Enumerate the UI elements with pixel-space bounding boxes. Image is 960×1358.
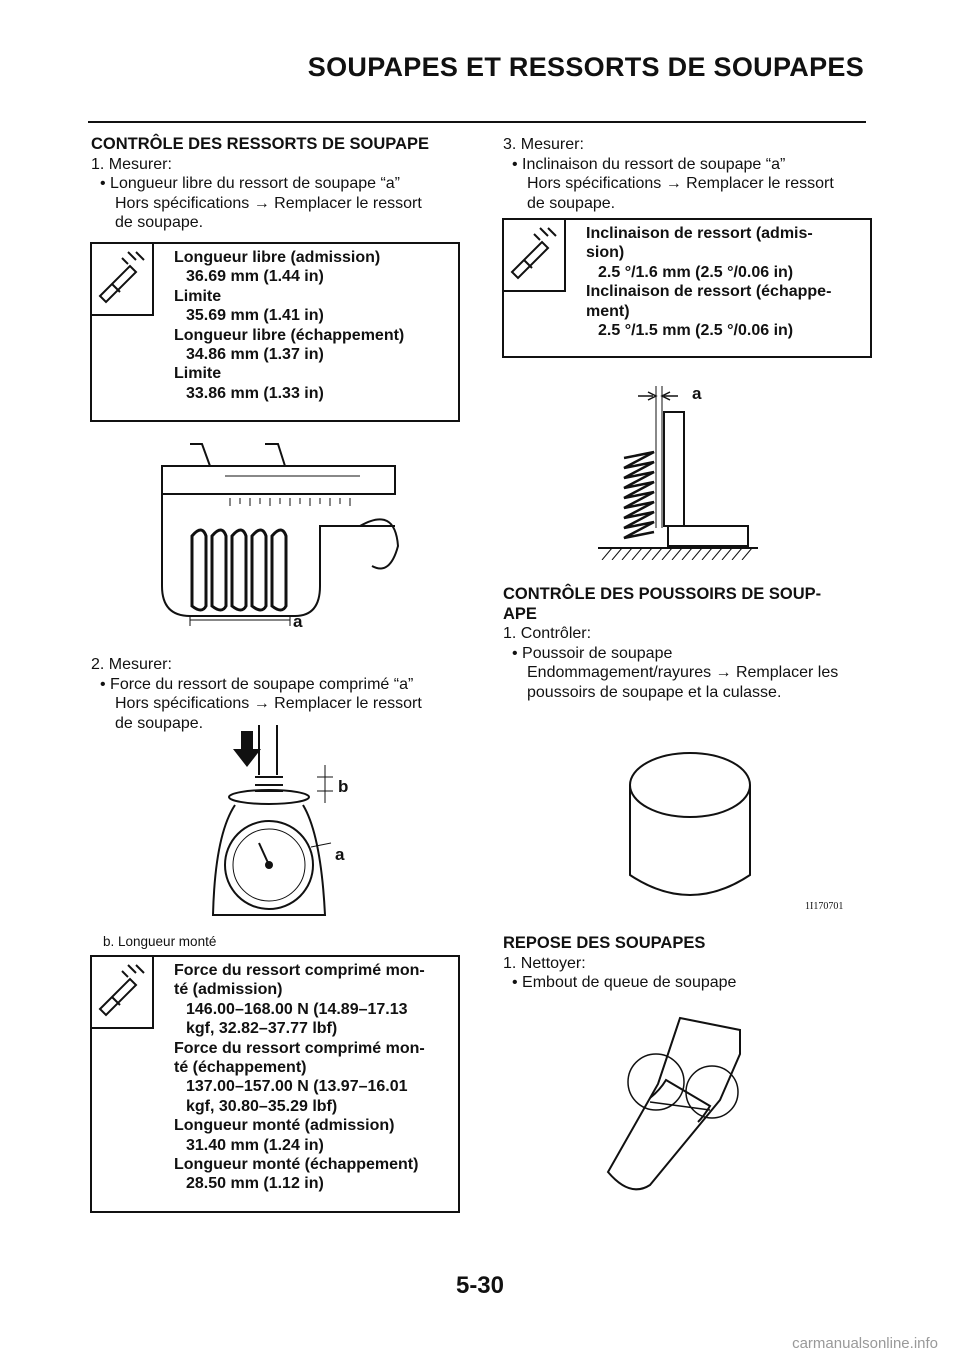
section-tappet-check: CONTRÔLE DES POUSSOIRS DE SOUP- APE 1. C… <box>503 585 873 703</box>
spec-value: 31.40 mm (1.24 in) <box>186 1136 324 1154</box>
section-valve-spring-check: CONTRÔLE DES RESSORTS DE SOUPAPE 1. Mesu… <box>91 135 461 233</box>
spec-value: 34.86 mm (1.37 in) <box>186 346 324 364</box>
action-text: poussoirs de soupape et la culasse. <box>527 683 782 701</box>
figure-valve-stem <box>600 1010 760 1200</box>
step-text: 2. Mesurer: <box>91 656 172 673</box>
header-rule <box>88 121 866 123</box>
action-text: Hors spécifications → Remplacer le resso… <box>115 194 422 212</box>
section-compressed-force: 2. Mesurer: • Force du ressort de soupap… <box>91 655 461 733</box>
page-title: SOUPAPES ET RESSORTS DE SOUPAPES <box>307 52 864 82</box>
spec-box-tilt: Inclinaison de ressort (admis- sion) 2.5… <box>502 218 872 358</box>
section-heading: REPOSE DES SOUPAPES <box>503 934 706 952</box>
spec-label: Inclinaison de ressort (admis- <box>586 225 813 242</box>
spec-value: 2.5 °/1.6 mm (2.5 °/0.06 in) <box>598 263 794 281</box>
section-heading: CONTRÔLE DES RESSORTS DE SOUPAPE <box>91 135 429 153</box>
step-text: 1. Contrôler: <box>503 625 592 643</box>
figure-label: a <box>293 612 303 631</box>
spec-value: 28.50 mm (1.12 in) <box>186 1175 324 1193</box>
step-text: 1. Mesurer: <box>91 155 172 173</box>
caliper-icon <box>92 244 154 316</box>
bullet-text: • Longueur libre du ressort de soupape “… <box>100 175 401 193</box>
bullet-text: • Poussoir de soupape <box>512 644 673 662</box>
spec-label: sion) <box>586 244 625 262</box>
section-valve-install: REPOSE DES SOUPAPES 1. Nettoyer: • Embou… <box>503 934 873 993</box>
spec-label: Force du ressort comprimé mon- <box>174 962 425 979</box>
spec-value: kgf, 32.82–37.77 lbf) <box>186 1020 338 1038</box>
spec-label: Longueur libre (échappement) <box>174 326 405 344</box>
figure-caption: b. Longueur monté <box>103 934 217 949</box>
bullet-text: • Force du ressort de soupape comprimé “… <box>100 675 414 693</box>
action-text: Hors spécifications → Remplacer le resso… <box>527 175 834 193</box>
watermark: carmanualsonline.info <box>792 1335 938 1352</box>
action-text: de soupape. <box>115 714 204 732</box>
spec-value: 2.5 °/1.5 mm (2.5 °/0.06 in) <box>598 322 794 340</box>
spec-value: kgf, 30.80–35.29 lbf) <box>186 1097 338 1115</box>
caliper-icon <box>92 957 154 1029</box>
spec-label: Longueur monté (admission) <box>174 1117 395 1135</box>
section-spring-tilt: 3. Mesurer: • Inclinaison du ressort de … <box>503 135 873 213</box>
figure-caliper-spring: a <box>150 436 410 631</box>
spec-value: 137.00–157.00 N (13.97–16.01 <box>186 1078 408 1096</box>
spec-label: Limite <box>174 365 222 383</box>
action-text: Hors spécifications → Remplacer le resso… <box>115 695 422 713</box>
figure-label: b <box>338 777 349 796</box>
spec-value: 36.69 mm (1.44 in) <box>186 268 324 286</box>
spec-label: Inclinaison de ressort (échappe- <box>586 283 832 301</box>
figure-spring-scale: b a <box>195 725 375 925</box>
caliper-icon <box>504 220 566 292</box>
action-text: Endommagement/rayures → Remplacer les <box>527 664 839 682</box>
spec-label: Force du ressort comprimé mon- <box>174 1039 425 1057</box>
figure-code: 1I170701 <box>805 901 844 912</box>
spec-label: té (échappement) <box>174 1059 307 1077</box>
spec-value: 146.00–168.00 N (14.89–17.13 <box>186 1000 408 1018</box>
figure-label: a <box>335 845 345 864</box>
figure-tappet: 1I170701 <box>620 745 850 920</box>
step-text: 3. Mesurer: <box>503 136 584 153</box>
figure-spring-tilt: a <box>598 378 788 561</box>
spec-label: ment) <box>586 302 630 320</box>
bullet-text: • Embout de queue de soupape <box>512 974 737 992</box>
action-text: de soupape. <box>115 214 204 232</box>
step-text: 1. Nettoyer: <box>503 954 586 972</box>
spec-label: té (admission) <box>174 981 283 999</box>
spec-label: Longueur libre (admission) <box>174 249 381 266</box>
spec-value: 33.86 mm (1.33 in) <box>186 384 324 402</box>
spec-label: Longueur monté (échappement) <box>174 1156 419 1174</box>
action-text: de soupape. <box>527 194 616 212</box>
section-heading: CONTRÔLE DES POUSSOIRS DE SOUP- <box>503 585 822 603</box>
spec-box-compressed-force: Force du ressort comprimé mon- té (admis… <box>90 955 460 1213</box>
spec-label: Limite <box>174 287 222 305</box>
spec-value: 35.69 mm (1.41 in) <box>186 307 324 325</box>
page-number: 5-30 <box>455 1272 505 1299</box>
spec-box-free-length: Longueur libre (admission) 36.69 mm (1.4… <box>90 242 460 422</box>
figure-label: a <box>692 384 702 403</box>
section-heading: APE <box>503 604 537 623</box>
bullet-text: • Inclinaison du ressort de soupape “a” <box>512 155 786 173</box>
